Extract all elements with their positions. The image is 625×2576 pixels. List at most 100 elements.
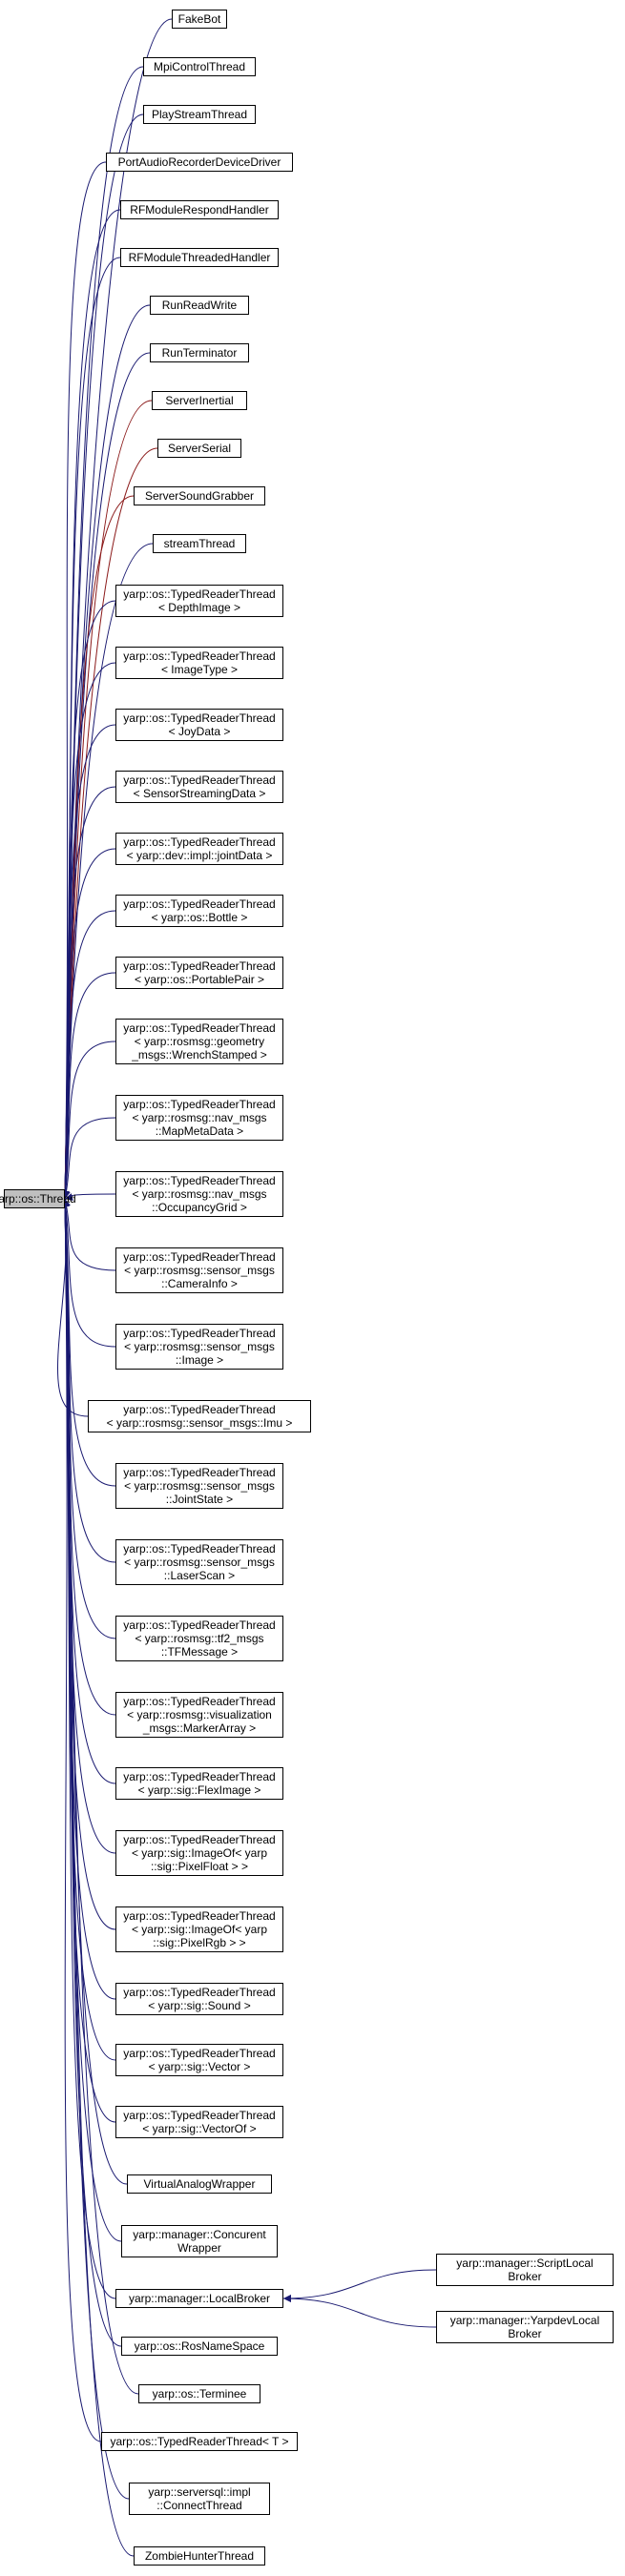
class-node-label: yarp::os::TypedReaderThread bbox=[123, 1833, 276, 1846]
class-node-runterminator[interactable]: RunTerminator bbox=[150, 343, 249, 362]
class-node-label: RunTerminator bbox=[161, 346, 238, 360]
class-node-label: ::JointState > bbox=[165, 1493, 234, 1506]
class-node-label: ServerInertial bbox=[165, 394, 234, 407]
class-node-trt-portablepair[interactable]: yarp::os::TypedReaderThread< yarp::os::P… bbox=[115, 957, 283, 989]
class-node-trt-depthimage[interactable]: yarp::os::TypedReaderThread< DepthImage … bbox=[115, 585, 283, 617]
class-node-label: VirtualAnalogWrapper bbox=[143, 2177, 256, 2191]
class-node-label: < yarp::sig::FlexImage > bbox=[137, 1783, 261, 1797]
class-node-terminee[interactable]: yarp::os::Terminee bbox=[138, 2384, 260, 2403]
class-node-label: < yarp::sig::ImageOf< yarp bbox=[131, 1923, 268, 1936]
class-node-trt-markerarray[interactable]: yarp::os::TypedReaderThread< yarp::rosms… bbox=[115, 1692, 283, 1738]
class-node-trt-sound[interactable]: yarp::os::TypedReaderThread< yarp::sig::… bbox=[115, 1983, 283, 2015]
class-node-trt-sensorstreaming[interactable]: yarp::os::TypedReaderThread< SensorStrea… bbox=[115, 771, 283, 803]
class-node-label: ::sig::PixelRgb > > bbox=[153, 1936, 246, 1949]
class-node-trt-imu[interactable]: yarp::os::TypedReaderThread< yarp::rosms… bbox=[88, 1400, 311, 1432]
class-node-label: FakeBot bbox=[177, 12, 221, 26]
class-node-trt-jointstate[interactable]: yarp::os::TypedReaderThread< yarp::rosms… bbox=[115, 1463, 283, 1509]
class-node-serverinertial[interactable]: ServerInertial bbox=[152, 391, 247, 410]
class-node-zombiehunter[interactable]: ZombieHunterThread bbox=[134, 2546, 265, 2566]
class-node-virtualanalogwrapper[interactable]: VirtualAnalogWrapper bbox=[127, 2174, 272, 2194]
class-node-label: < yarp::rosmsg::sensor_msgs bbox=[124, 1556, 275, 1569]
class-node-label: yarp::os::TypedReaderThread bbox=[123, 1174, 276, 1187]
class-node-serverserial[interactable]: ServerSerial bbox=[157, 439, 241, 458]
class-node-label: < yarp::sig::ImageOf< yarp bbox=[131, 1846, 268, 1860]
class-node-trt-bottle[interactable]: yarp::os::TypedReaderThread< yarp::os::B… bbox=[115, 895, 283, 927]
inheritance-edge-scriptlocalbroker bbox=[282, 2269, 437, 2302]
class-node-connectthread[interactable]: yarp::serversql::impl::ConnectThread bbox=[129, 2483, 270, 2515]
class-node-label: yarp::manager::YarpdevLocal bbox=[449, 2314, 600, 2327]
class-node-label: RFModuleRespondHandler bbox=[130, 203, 269, 216]
class-node-trt-tfmessage[interactable]: yarp::os::TypedReaderThread< yarp::rosms… bbox=[115, 1616, 283, 1661]
class-node-label: < yarp::os::Bottle > bbox=[151, 911, 248, 924]
class-node-fakebot[interactable]: FakeBot bbox=[172, 10, 227, 29]
class-node-trt-vectorof[interactable]: yarp::os::TypedReaderThread< yarp::sig::… bbox=[115, 2106, 283, 2138]
class-node-label: yarp::os::TypedReaderThread bbox=[123, 1327, 276, 1340]
class-node-label: ::CameraInfo > bbox=[161, 1277, 238, 1290]
class-node-label: PlayStreamThread bbox=[151, 108, 248, 121]
class-node-trt-t[interactable]: yarp::os::TypedReaderThread< T > bbox=[101, 2432, 298, 2451]
class-node-trt-image[interactable]: yarp::os::TypedReaderThread< yarp::rosms… bbox=[115, 1324, 283, 1370]
class-node-label: yarp::os::TypedReaderThread bbox=[123, 1403, 276, 1416]
class-node-trt-vector[interactable]: yarp::os::TypedReaderThread< yarp::sig::… bbox=[115, 2044, 283, 2076]
class-node-label: yarp::os::TypedReaderThread bbox=[123, 2109, 276, 2122]
class-node-serversoundgrabber[interactable]: ServerSoundGrabber bbox=[134, 486, 265, 505]
class-node-rfmodulethreaded[interactable]: RFModuleThreadedHandler bbox=[120, 248, 279, 267]
class-node-trt-laserscan[interactable]: yarp::os::TypedReaderThread< yarp::rosms… bbox=[115, 1539, 283, 1585]
class-node-trt-pixelfloat[interactable]: yarp::os::TypedReaderThread< yarp::sig::… bbox=[115, 1830, 283, 1876]
class-node-trt-joydata[interactable]: yarp::os::TypedReaderThread< JoyData > bbox=[115, 709, 283, 741]
class-node-trt-pixelrgb[interactable]: yarp::os::TypedReaderThread< yarp::sig::… bbox=[115, 1906, 283, 1952]
class-node-label: MpiControlThread bbox=[153, 60, 246, 73]
root-node[interactable]: yarp::os::Thread bbox=[0, 1189, 76, 1208]
class-node-label: yarp::os::TypedReaderThread bbox=[123, 2047, 276, 2060]
class-node-label: Broker bbox=[508, 2327, 542, 2340]
class-node-trt-wrenchstamped[interactable]: yarp::os::TypedReaderThread< yarp::rosms… bbox=[115, 1019, 283, 1064]
class-node-trt-fleximage[interactable]: yarp::os::TypedReaderThread< yarp::sig::… bbox=[115, 1767, 283, 1800]
class-node-label: ::TFMessage > bbox=[160, 1645, 239, 1659]
class-node-label: < yarp::rosmsg::geometry bbox=[134, 1035, 265, 1048]
class-node-label: < yarp::sig::Sound > bbox=[148, 1999, 251, 2012]
class-node-streamthread[interactable]: streamThread bbox=[153, 534, 246, 553]
inheritance-edge-trt-image bbox=[62, 1198, 116, 1348]
class-node-label: < DepthImage > bbox=[157, 601, 241, 614]
class-node-label: ServerSerial bbox=[167, 442, 232, 455]
class-node-label: yarp::os::TypedReaderThread bbox=[123, 835, 276, 849]
class-node-label: yarp::serversql::impl bbox=[148, 2485, 251, 2499]
class-node-label: < yarp::rosmsg::sensor_msgs bbox=[124, 1264, 275, 1277]
root-label: yarp::os::Thread bbox=[0, 1192, 76, 1206]
class-node-label: < SensorStreamingData > bbox=[133, 787, 266, 800]
class-node-localbroker[interactable]: yarp::manager::LocalBroker bbox=[115, 2289, 283, 2308]
class-node-rosnamespace[interactable]: yarp::os::RosNameSpace bbox=[121, 2337, 278, 2356]
class-node-label: < yarp::rosmsg::tf2_msgs bbox=[135, 1632, 264, 1645]
class-node-trt-jointdata[interactable]: yarp::os::TypedReaderThread< yarp::dev::… bbox=[115, 833, 283, 865]
class-node-label: yarp::os::TypedReaderThread bbox=[123, 1466, 276, 1479]
class-node-runreadwrite[interactable]: RunReadWrite bbox=[150, 296, 249, 315]
class-node-label: yarp::manager::ScriptLocal bbox=[456, 2257, 594, 2270]
class-node-label: PortAudioRecorderDeviceDriver bbox=[117, 155, 281, 169]
class-node-label: yarp::os::TypedReaderThread bbox=[123, 773, 276, 787]
class-node-trt-occupancygrid[interactable]: yarp::os::TypedReaderThread< yarp::rosms… bbox=[115, 1171, 283, 1217]
class-node-label: _msgs::MarkerArray > bbox=[142, 1721, 257, 1735]
class-node-label: yarp::os::Terminee bbox=[152, 2387, 247, 2401]
class-node-playstreamthread[interactable]: PlayStreamThread bbox=[143, 105, 256, 124]
class-node-label: yarp::os::TypedReaderThread bbox=[123, 1098, 276, 1111]
class-node-rfmodulerespond[interactable]: RFModuleRespondHandler bbox=[120, 200, 279, 219]
class-node-portaudiorecorder[interactable]: PortAudioRecorderDeviceDriver bbox=[106, 153, 293, 172]
class-node-label: Broker bbox=[508, 2270, 542, 2283]
class-node-label: ::Image > bbox=[175, 1353, 224, 1367]
class-node-trt-imagetype[interactable]: yarp::os::TypedReaderThread< ImageType > bbox=[115, 647, 283, 679]
class-node-label: yarp::os::TypedReaderThread bbox=[123, 1909, 276, 1923]
class-node-label: < yarp::sig::VectorOf > bbox=[142, 2122, 257, 2135]
class-node-label: yarp::os::TypedReaderThread bbox=[123, 1618, 276, 1632]
class-node-mpicontrolthread[interactable]: MpiControlThread bbox=[143, 57, 256, 76]
class-node-label: < yarp::rosmsg::sensor_msgs::Imu > bbox=[106, 1416, 293, 1430]
class-node-label: yarp::os::TypedReaderThread bbox=[123, 587, 276, 601]
class-node-label: yarp::os::TypedReaderThread bbox=[123, 897, 276, 911]
class-node-trt-mapmetadata[interactable]: yarp::os::TypedReaderThread< yarp::rosms… bbox=[115, 1095, 283, 1141]
class-node-trt-camerainfo[interactable]: yarp::os::TypedReaderThread< yarp::rosms… bbox=[115, 1247, 283, 1293]
inheritance-edge-trt-occupancygrid bbox=[64, 1193, 116, 1201]
